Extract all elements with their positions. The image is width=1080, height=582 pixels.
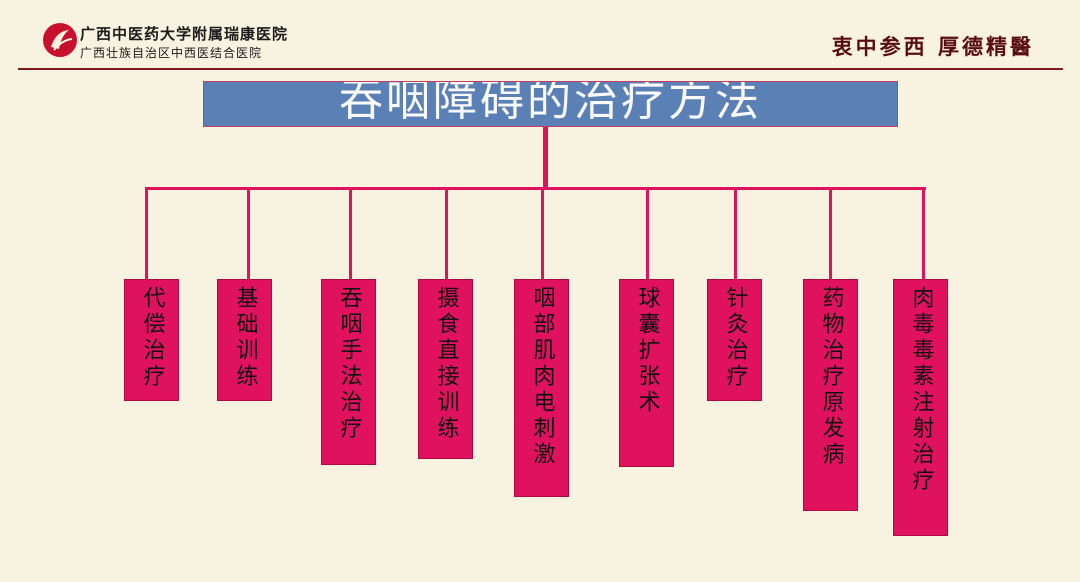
branch-connector [349,187,352,279]
method-box: 针灸治疗 [707,279,762,401]
hospital-name-secondary: 广西壮族自治区中西医结合医院 [80,46,263,60]
method-label: 代偿治疗 [139,286,165,390]
method-box: 球囊扩张术 [619,279,674,467]
trunk-connector [543,127,548,190]
method-label: 摄食直接训练 [433,286,459,442]
hospital-motto: 衷中参西 厚德精醫 [831,34,1034,59]
diagram-title: 吞咽障碍的治疗方法 [339,81,762,126]
branch-connector [541,187,544,279]
method-box: 吞咽手法治疗 [321,279,376,465]
hospital-logo-icon [43,23,77,57]
method-label: 肉毒毒素注射治疗 [908,286,934,494]
method-box: 代偿治疗 [124,279,179,401]
method-label: 球囊扩张术 [634,286,660,416]
header-divider [18,68,1063,70]
slide-header: 广西中医药大学附属瑞康医院 广西壮族自治区中西医结合医院 衷中参西 厚德精醫 [0,0,1080,72]
branch-connector [829,187,832,279]
method-box: 药物治疗原发病 [803,279,858,511]
branch-connector [646,187,649,279]
method-box: 咽部肌肉电刺激 [514,279,569,497]
method-label: 针灸治疗 [722,286,748,390]
horizontal-bus [145,187,926,190]
method-box: 摄食直接训练 [418,279,473,459]
branch-connector [734,187,737,279]
method-box: 肉毒毒素注射治疗 [893,279,948,536]
method-label: 药物治疗原发病 [818,286,844,468]
method-label: 吞咽手法治疗 [336,286,362,442]
branch-connector [445,187,448,279]
diagram-title-box: 吞咽障碍的治疗方法 [203,81,898,127]
branch-connector [922,187,925,279]
method-box: 基础训练 [217,279,272,401]
branch-connector [247,187,250,279]
branch-connector [145,187,148,279]
hospital-name-primary: 广西中医药大学附属瑞康医院 [80,25,289,43]
method-label: 咽部肌肉电刺激 [529,286,555,468]
method-label: 基础训练 [232,286,258,390]
